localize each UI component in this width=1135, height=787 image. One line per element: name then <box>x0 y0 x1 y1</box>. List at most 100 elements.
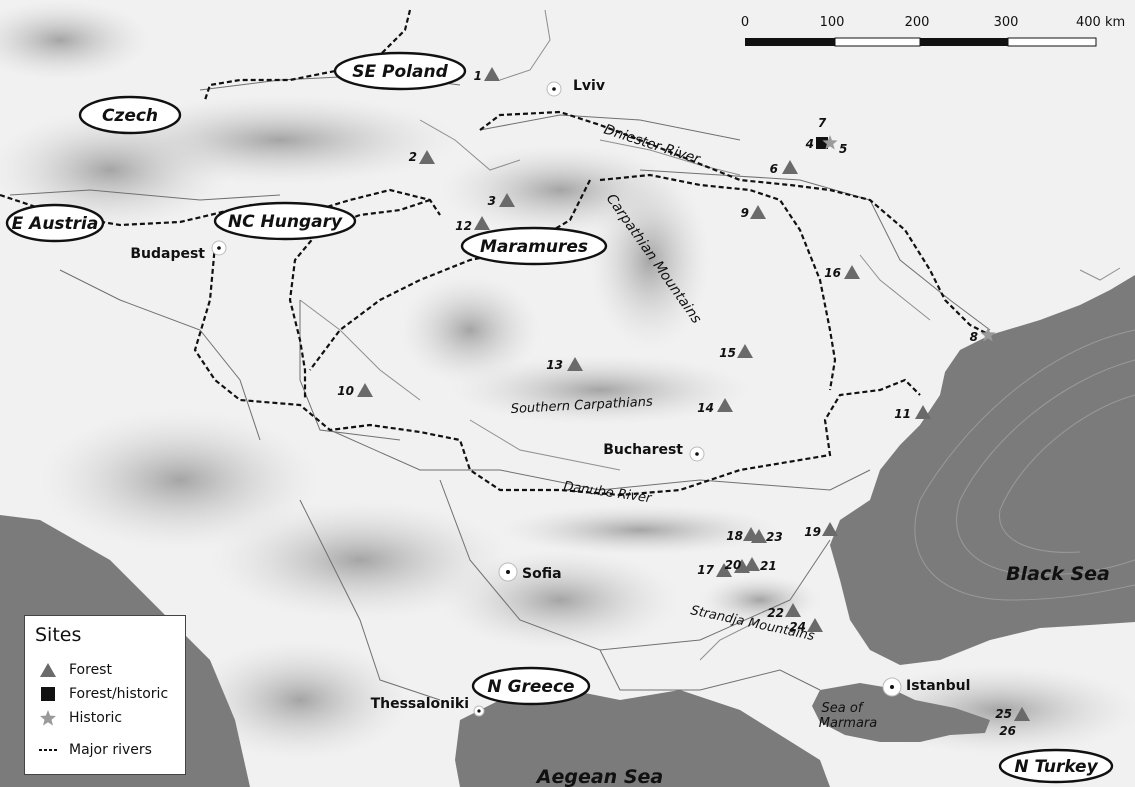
dashed-line-icon <box>39 749 57 751</box>
site-number-labels: 1 2 3 4 5 6 7 8 9 10 11 12 13 14 15 16 1… <box>337 69 1016 738</box>
city-budapest: Budapest <box>130 246 205 262</box>
minor-rivers <box>299 9 1121 661</box>
site-marker-21 <box>744 557 760 571</box>
scale-tick-0: 0 <box>741 15 749 30</box>
site-label-9: 9 <box>741 206 749 220</box>
site-marker-11 <box>915 405 931 419</box>
site-marker-23 <box>751 529 767 543</box>
scale-bar: 0 100 200 300 400 km <box>741 15 1125 47</box>
region-maramures: Maramures <box>480 237 588 257</box>
site-label-10: 10 <box>337 384 354 398</box>
terrain-relief <box>0 0 1135 760</box>
site-marker-4 <box>816 137 828 149</box>
legend-label-forest: Forest <box>69 662 112 678</box>
site-marker-15 <box>737 344 753 358</box>
site-markers <box>357 67 1030 721</box>
scale-tick-100: 100 <box>820 15 845 30</box>
site-marker-6 <box>782 160 798 174</box>
scale-tick-400: 400 km <box>1076 15 1125 30</box>
legend-item-forest: Forest <box>39 662 112 678</box>
site-marker-13 <box>567 357 583 371</box>
label-marmara: Marmara <box>819 716 878 731</box>
scale-tick-300: 300 <box>994 15 1019 30</box>
city-markers: Lviv Budapest Bucharest Sofia Thessaloni… <box>130 78 970 717</box>
region-n-greece: N Greece <box>487 677 574 697</box>
site-label-4: 4 <box>805 137 814 151</box>
city-bucharest: Bucharest <box>603 442 683 458</box>
label-black-sea: Black Sea <box>1006 563 1110 585</box>
region-nc-hungary: NC Hungary <box>228 212 343 232</box>
site-label-2: 2 <box>409 150 417 164</box>
black-sea-shape <box>830 275 1135 665</box>
site-marker-12 <box>474 216 490 230</box>
site-label-18: 18 <box>726 529 743 543</box>
region-e-austria: E Austria <box>12 214 99 234</box>
mures-river-path <box>309 179 591 371</box>
scale-tick-200: 200 <box>905 15 930 30</box>
legend: Sites Forest Forest/historic Historic Ma… <box>24 615 186 775</box>
dniester-river-path <box>479 110 991 336</box>
legend-item-forest-historic: Forest/historic <box>39 686 168 702</box>
site-label-25: 25 <box>995 707 1012 721</box>
legend-label-forest-historic: Forest/historic <box>69 686 169 702</box>
site-label-17: 17 <box>697 563 714 577</box>
region-n-turkey: N Turkey <box>1014 757 1098 777</box>
bathymetry-contours <box>914 329 1135 601</box>
site-marker-26 <box>1014 707 1030 721</box>
site-marker-9 <box>750 205 766 219</box>
site-marker-16 <box>844 265 860 279</box>
star-icon <box>40 710 56 726</box>
site-label-23: 23 <box>766 530 783 544</box>
site-label-26: 26 <box>999 724 1016 738</box>
site-label-12: 12 <box>455 219 472 233</box>
site-marker-1 <box>484 67 500 81</box>
site-label-3: 3 <box>488 194 496 208</box>
site-label-6: 6 <box>770 162 778 176</box>
site-label-14: 14 <box>697 401 714 415</box>
site-label-21: 21 <box>760 559 777 573</box>
sea-labels: Black Sea Aegean Sea Sea of Marmara <box>535 563 1110 787</box>
city-istanbul: Istanbul <box>906 678 970 694</box>
site-label-5: 5 <box>839 142 847 156</box>
site-marker-2 <box>419 150 435 164</box>
site-label-19: 19 <box>804 525 821 539</box>
prut-river-path <box>599 173 837 391</box>
legend-item-major-rivers: Major rivers <box>39 742 152 758</box>
legend-label-major-rivers: Major rivers <box>69 742 152 758</box>
site-label-24: 24 <box>789 620 806 634</box>
city-thessaloniki: Thessaloniki <box>371 696 469 712</box>
region-labels: SE Poland Czech E Austria NC Hungary Mar… <box>5 51 1114 784</box>
site-marker-5 <box>822 135 838 150</box>
site-label-8: 8 <box>970 330 978 344</box>
legend-title: Sites <box>35 624 82 646</box>
city-sofia: Sofia <box>522 566 562 582</box>
label-southern-carpathians: Southern Carpathians <box>510 395 653 417</box>
site-label-7: 7 <box>818 116 827 130</box>
site-marker-24 <box>807 618 823 632</box>
site-label-13: 13 <box>546 358 563 372</box>
sepoland-river-path <box>203 9 412 101</box>
site-marker-19 <box>822 522 838 536</box>
sea-of-marmara-shape <box>812 683 990 742</box>
site-marker-17 <box>716 563 732 577</box>
site-marker-10 <box>357 383 373 397</box>
aegean-sea-shape <box>455 690 830 787</box>
site-label-20: 20 <box>725 558 742 572</box>
label-aegean-sea: Aegean Sea <box>535 766 663 787</box>
site-label-11: 11 <box>894 407 911 421</box>
site-label-22: 22 <box>767 606 784 620</box>
legend-label-historic: Historic <box>69 710 123 726</box>
tisza-river-path <box>288 198 431 400</box>
site-marker-3 <box>499 193 515 207</box>
site-label-15: 15 <box>719 346 736 360</box>
site-marker-8 <box>980 327 996 342</box>
label-sea-of: Sea of <box>822 701 865 716</box>
city-lviv: Lviv <box>573 78 605 94</box>
site-label-1: 1 <box>474 69 482 83</box>
region-czech: Czech <box>102 106 158 126</box>
legend-item-historic: Historic <box>39 710 122 726</box>
square-icon <box>41 687 55 701</box>
site-marker-14 <box>717 398 733 412</box>
region-se-poland: SE Poland <box>352 62 448 82</box>
